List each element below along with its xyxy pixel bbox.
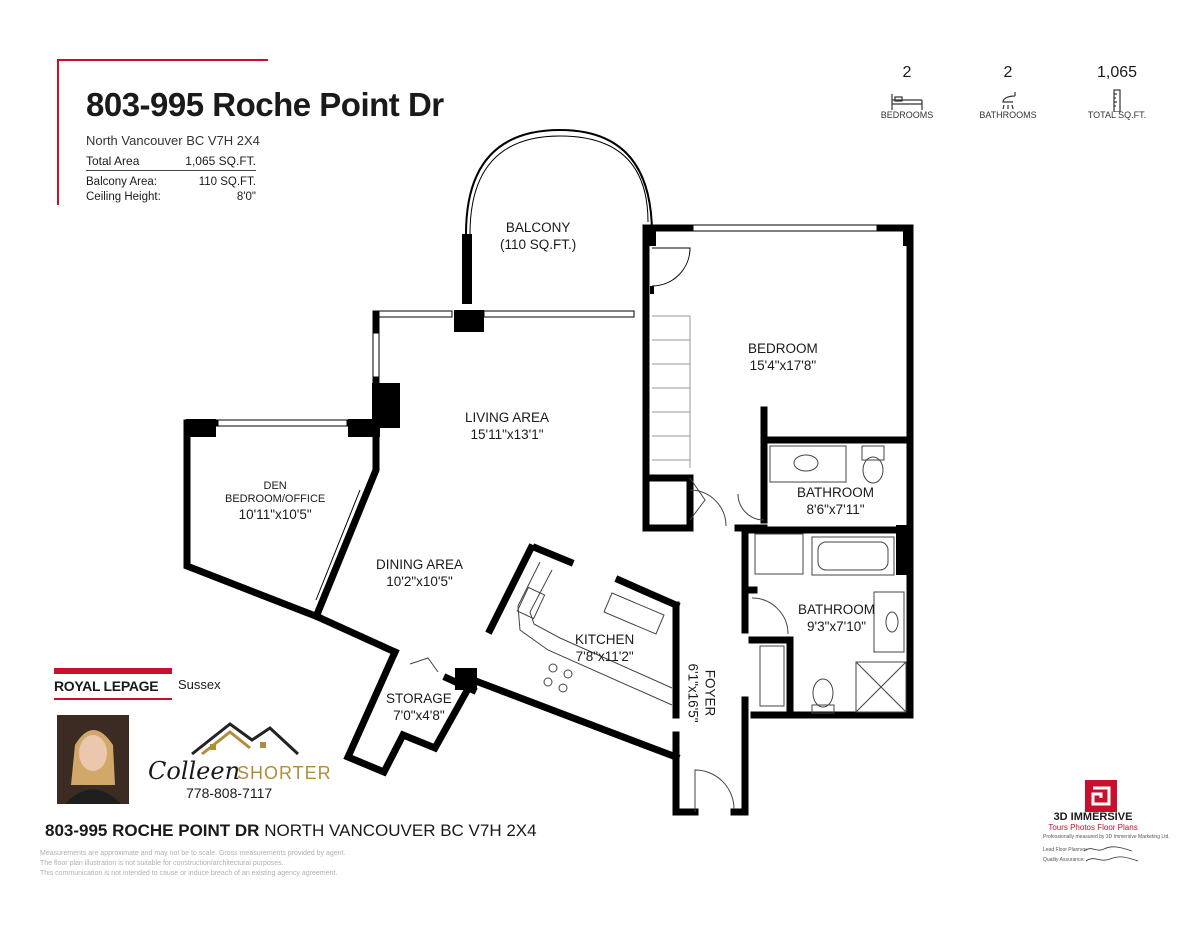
room-name: BALCONY bbox=[505, 220, 571, 235]
vendor-qa-label: Quality Assurance: bbox=[1043, 857, 1085, 863]
brokerage-office: Sussex bbox=[178, 676, 221, 692]
footer-address: 803-995 ROCHE POINT DR NORTH VANCOUVER B… bbox=[45, 821, 537, 841]
stat-bedrooms: 2 BEDROOMS bbox=[862, 64, 952, 120]
spec-value: 1,065 SQ.FT. bbox=[185, 154, 256, 168]
property-subtitle: North Vancouver BC V7H 2X4 bbox=[86, 133, 260, 148]
room-kitchen: KITCHEN 7'8"x11'2" bbox=[575, 631, 634, 665]
immersive-logo-icon bbox=[1085, 780, 1117, 812]
stat-total-sqft: 1,065 TOTAL SQ.FT. bbox=[1072, 64, 1162, 120]
stat-label: BATHROOMS bbox=[979, 110, 1037, 120]
room-name: DEN bbox=[263, 480, 287, 492]
stat-value: 1,065 bbox=[1096, 64, 1138, 81]
footer-address-city: NORTH VANCOUVER BC V7H 2X4 bbox=[264, 821, 537, 840]
house-roof-logo bbox=[191, 722, 300, 756]
room-balcony: BALCONY (110 SQ.FT.) bbox=[500, 219, 576, 253]
windows bbox=[215, 224, 881, 601]
room-name-secondary: BEDROOM/OFFICE bbox=[225, 493, 326, 505]
royal-lepage-logo: ROYAL LEPAGE Sussex bbox=[54, 668, 221, 700]
brokerage-name: ROYAL LEPAGE bbox=[54, 668, 172, 700]
spec-balcony-area: Balcony Area: 110 SQ.FT. bbox=[86, 176, 256, 188]
room-name: STORAGE bbox=[386, 691, 452, 706]
disclaimer-line: The floor plan illustration is not suita… bbox=[40, 860, 284, 867]
agent-first-name: Colleen bbox=[148, 757, 241, 785]
shower-icon bbox=[1002, 92, 1016, 110]
room-dims: 15'11"x13'1" bbox=[470, 427, 544, 442]
closet-lines bbox=[652, 315, 691, 468]
room-name: BEDROOM bbox=[748, 341, 818, 356]
room-name: KITCHEN bbox=[575, 632, 635, 647]
accent-line-vertical bbox=[57, 59, 59, 205]
room-foyer: FOYER 6'1"x16'5" bbox=[685, 663, 719, 722]
room-dims: 6'1"x16'5" bbox=[685, 663, 701, 723]
agent-photo bbox=[57, 715, 129, 804]
room-name: DINING AREA bbox=[376, 557, 464, 572]
room-name: BATHROOM bbox=[797, 485, 874, 500]
vendor-tagline: Tours Photos Floor Plans bbox=[1048, 823, 1138, 832]
room-living-area: LIVING AREA 15'11"x13'1" bbox=[465, 409, 549, 443]
ruler-icon bbox=[1113, 89, 1121, 112]
vendor-credit: Professionally measured by 3D Immersive … bbox=[1043, 834, 1170, 840]
room-name: FOYER bbox=[702, 669, 718, 717]
spec-ceiling-height: Ceiling Height: 8'0" bbox=[86, 191, 256, 203]
room-dims: 10'11"x10'5" bbox=[238, 507, 312, 522]
spec-value: 110 SQ.FT. bbox=[198, 176, 256, 188]
agent-last-name: SHORTER bbox=[237, 763, 332, 783]
vendor-planner-label: Lead Floor Planner: bbox=[1043, 847, 1087, 853]
bath2-fixtures bbox=[751, 591, 907, 714]
stat-label: BEDROOMS bbox=[880, 110, 934, 120]
room-den: DEN BEDROOM/OFFICE 10'11"x10'5" bbox=[225, 480, 325, 523]
room-storage: STORAGE 7'0"x4'8" bbox=[386, 690, 452, 724]
room-dims: 9'3"x7'10" bbox=[806, 619, 867, 634]
walls bbox=[183, 224, 914, 816]
room-name: BATHROOM bbox=[798, 602, 875, 617]
spec-value: 8'0" bbox=[236, 191, 256, 203]
room-bathroom-1: BATHROOM 8'6"x7'11" bbox=[797, 484, 874, 518]
room-dims: 10'2"x10'5" bbox=[386, 574, 453, 589]
bed-icon bbox=[891, 94, 923, 110]
room-name: LIVING AREA bbox=[465, 410, 550, 425]
stat-value: 2 bbox=[1003, 64, 1013, 81]
stat-bathrooms: 2 BATHROOMS bbox=[963, 64, 1053, 120]
spec-label: Ceiling Height: bbox=[86, 191, 161, 203]
accent-line-horizontal bbox=[58, 59, 268, 61]
kitchen-fixtures bbox=[516, 561, 673, 706]
disclaimer-line: This communication is not intended to ca… bbox=[40, 870, 338, 877]
room-bathroom-2: BATHROOM 9'3"x7'10" bbox=[798, 601, 875, 635]
spec-total-area: Total Area 1,065 SQ.FT. bbox=[86, 154, 256, 171]
room-dims: 7'0"x4'8" bbox=[393, 708, 445, 723]
footer-address-street: 803-995 ROCHE POINT DR bbox=[45, 821, 260, 840]
stat-label: TOTAL SQ.FT. bbox=[1087, 110, 1147, 120]
room-dims: (110 SQ.FT.) bbox=[500, 237, 577, 252]
property-title: 803-995 Roche Point Dr bbox=[86, 86, 444, 123]
room-bedroom: BEDROOM 15'4"x17'8" bbox=[748, 340, 818, 374]
room-dims: 15'4"x17'8" bbox=[749, 358, 817, 373]
spec-label: Total Area bbox=[86, 154, 140, 168]
bath1-fixtures bbox=[737, 445, 895, 576]
columns bbox=[186, 226, 913, 690]
balcony-arc bbox=[465, 128, 653, 235]
disclaimer-line: Measurements are approximate and may not… bbox=[40, 850, 346, 857]
room-dims: 8'6"x7'11" bbox=[806, 502, 865, 517]
room-dining-area: DINING AREA 10'2"x10'5" bbox=[376, 556, 463, 590]
stat-value: 2 bbox=[902, 64, 912, 81]
spec-label: Balcony Area: bbox=[86, 176, 157, 188]
signatures bbox=[1083, 846, 1139, 862]
room-dims: 7'8"x11'2" bbox=[575, 649, 634, 664]
agent-phone: 778-808-7117 bbox=[186, 785, 273, 801]
vendor-name: 3D IMMERSIVE bbox=[1053, 811, 1133, 823]
doors bbox=[409, 477, 735, 812]
